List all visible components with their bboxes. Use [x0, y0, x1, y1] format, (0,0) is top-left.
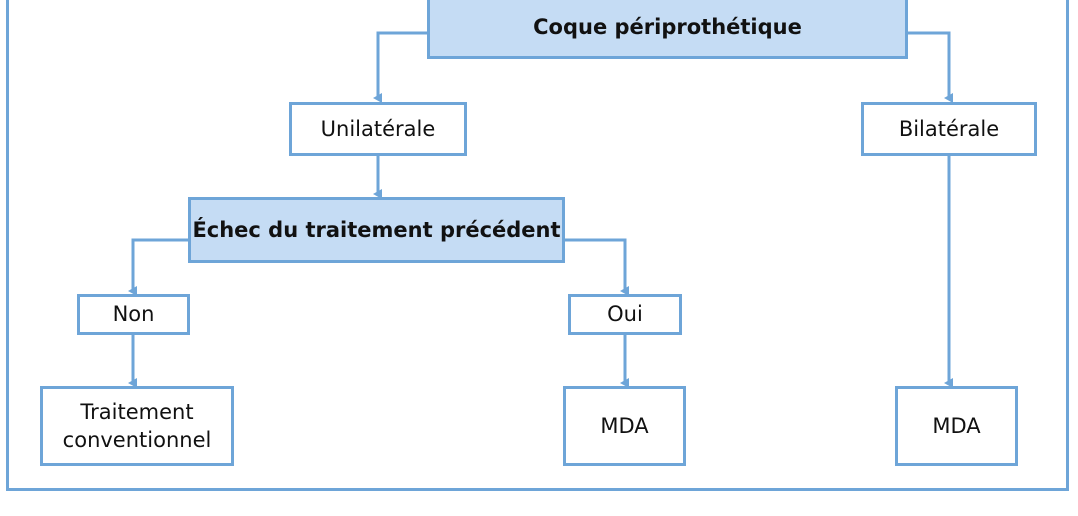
node-mda-bilaterale: MDA	[895, 386, 1018, 466]
node-echec-traitement: Échec du traitement précédent	[188, 197, 565, 263]
node-traitement-conventionnel: Traitement conventionnel	[40, 386, 234, 466]
connector-coque-bilaterale	[907, 31, 953, 103]
node-coque-periprothetique: Coque périprothétique	[427, 0, 908, 59]
connector-coque-unilaterale	[373, 31, 428, 103]
connector-echec-oui	[563, 238, 629, 296]
node-mda-oui: MDA	[563, 386, 686, 466]
node-non: Non	[77, 294, 190, 335]
diagram-frame	[6, 0, 1069, 491]
node-bilaterale: Bilatérale	[861, 102, 1037, 156]
node-oui: Oui	[568, 294, 682, 335]
node-unilaterale: Unilatérale	[289, 102, 467, 156]
connector-echec-non	[128, 238, 189, 296]
